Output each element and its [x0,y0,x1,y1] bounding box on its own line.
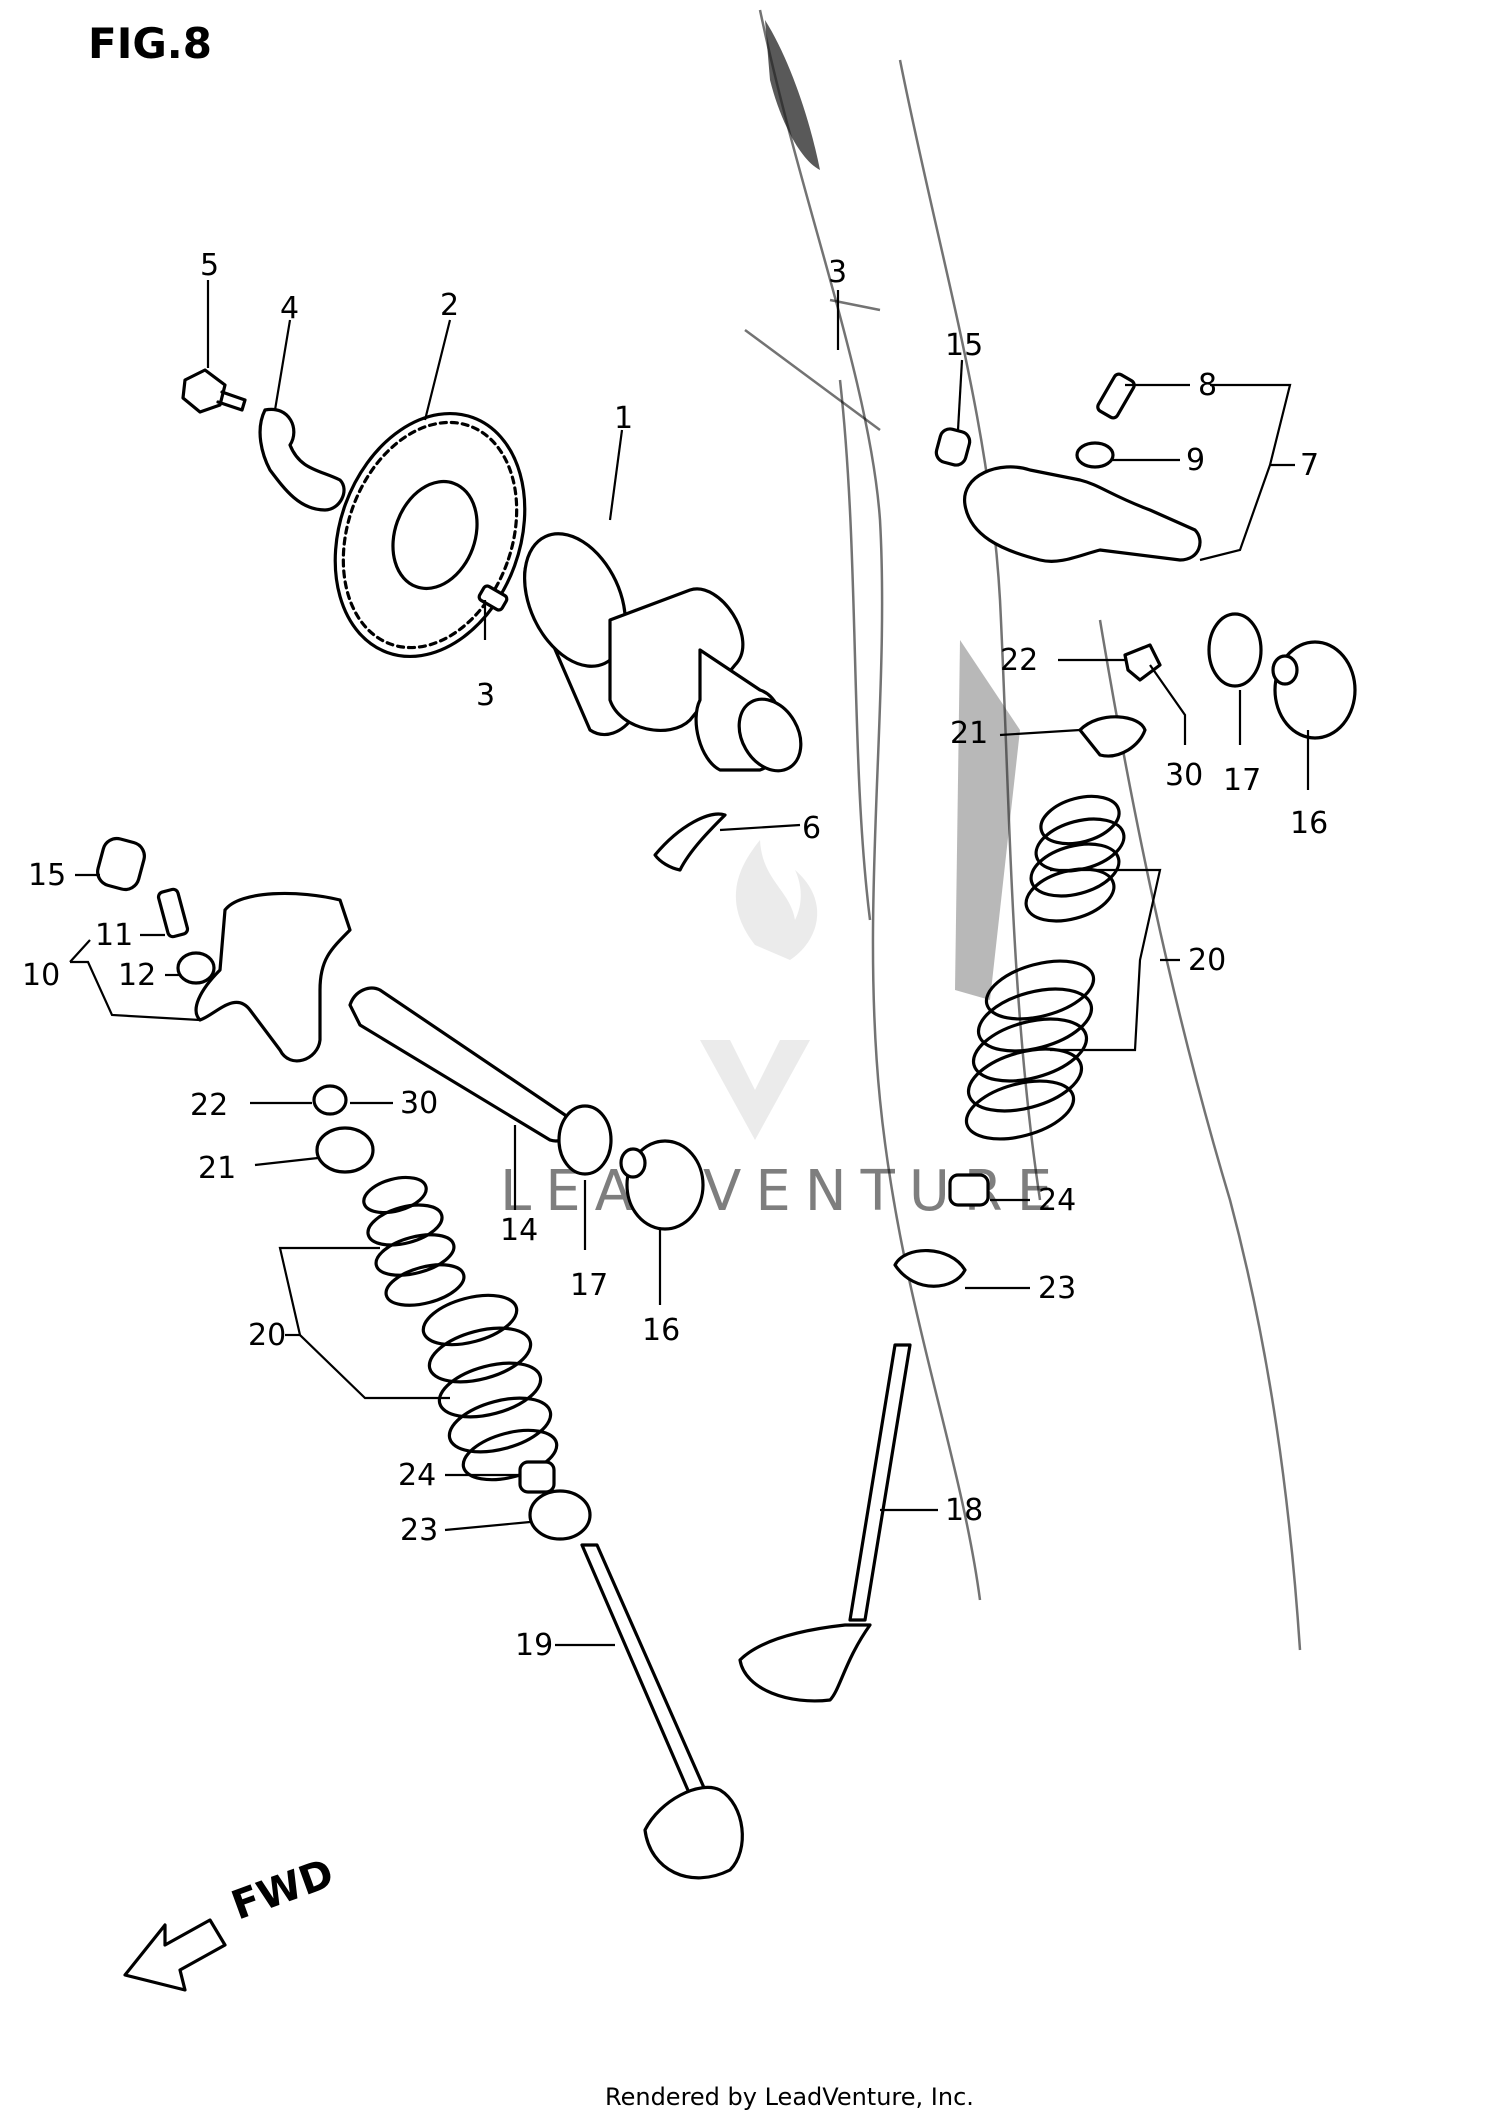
callout-21-left: 21 [198,1151,236,1186]
adjust-screw-part-right [1096,372,1136,420]
callout-23-right: 23 [1038,1271,1076,1306]
cylinder-head-outline [744,9,1302,1651]
callout-23-left: 23 [400,1513,438,1548]
callout-20-left: 20 [248,1318,286,1353]
retainer-part-right [1078,715,1147,758]
nut-part-left [176,951,216,985]
seal-part-right [934,427,972,467]
cam-sprocket-part [333,411,527,659]
adjust-screw-part-left [156,887,190,939]
callout-17-right: 17 [1223,763,1261,798]
callout-15-right: 15 [945,328,983,363]
pin-part [477,584,509,612]
footer-credit: Rendered by LeadVenture, Inc. [605,2083,974,2111]
callout-3-right: 3 [828,255,847,290]
nut-part-right [1075,441,1115,469]
callout-24-left: 24 [398,1458,436,1493]
callout-8: 8 [1198,368,1217,403]
callout-5: 5 [200,248,219,283]
callout-14: 14 [500,1213,538,1248]
callout-2: 2 [440,288,459,323]
rocker-arm-part-left [194,891,352,1063]
cotter-part-left [312,1084,348,1116]
intake-valve-part [580,1543,744,1880]
leader-lines [69,280,1310,1647]
callout-19: 19 [515,1628,553,1663]
callout-16-right: 16 [1290,806,1328,841]
camshaft-part [523,532,803,773]
callout-10: 10 [22,958,60,993]
callout-9: 9 [1186,443,1205,478]
callout-30-right: 30 [1165,758,1203,793]
callout-18: 18 [945,1493,983,1528]
stem-seal-part-right [893,1249,967,1288]
oil-seal-part-right [1207,612,1263,688]
rocker-arm-part-right [963,465,1202,563]
spring-seat-part-left [518,1460,556,1494]
bolt-part [181,368,247,414]
spring-seat-part-right [948,1173,990,1207]
callout-6: 6 [802,811,821,846]
callout-22-left: 22 [190,1088,228,1123]
callout-3-left: 3 [476,678,495,713]
seal-part-left [96,836,146,892]
forward-direction-label: FWD [226,1850,340,1929]
tappet-cap-part-left [619,1139,705,1231]
callout-22-right: 22 [1000,643,1038,678]
callout-21-right: 21 [950,716,988,751]
cotter-part-right [1123,643,1162,682]
exhaust-valve-part [738,1343,912,1703]
callout-30-left: 30 [400,1086,438,1121]
callout-1: 1 [614,401,633,436]
callout-15-left: 15 [28,858,66,893]
stem-seal-part-left [528,1489,592,1541]
valve-springs-part-right [964,794,1126,1141]
figure-title: FIG.8 [88,19,212,68]
retainer-part-left [315,1126,375,1174]
rocker-shaft-part [348,986,571,1143]
tappet-cap-part-right [1271,640,1357,740]
callout-11: 11 [95,918,133,953]
callout-4: 4 [280,291,299,326]
oil-seal-part-left [557,1104,613,1176]
bracket-part [258,407,346,512]
callout-24-right: 24 [1038,1183,1076,1218]
forward-arrow-icon [123,1918,227,1992]
callout-7: 7 [1300,448,1319,483]
callout-17-left: 17 [570,1268,608,1303]
callout-16-left: 16 [642,1313,680,1348]
half-moon-part [653,812,727,872]
callout-12: 12 [118,958,156,993]
callout-20-right: 20 [1188,943,1226,978]
valve-springs-part-left [362,1175,559,1482]
